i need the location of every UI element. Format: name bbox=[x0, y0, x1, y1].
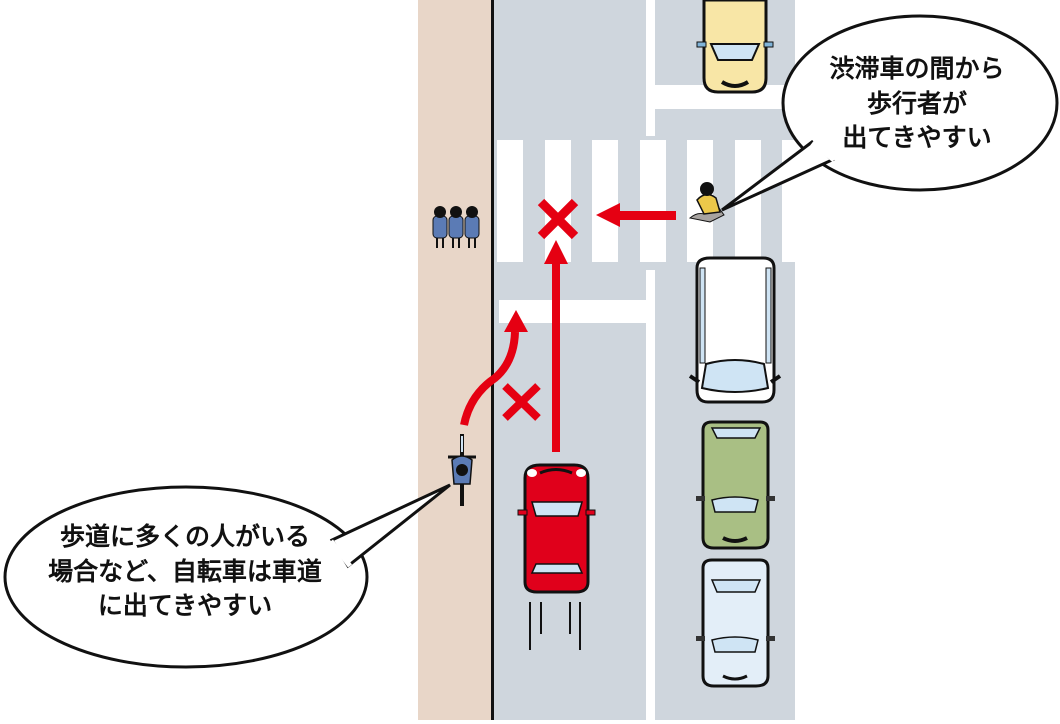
pedestrian-path-arrow bbox=[596, 203, 676, 227]
crosswalk bbox=[497, 140, 795, 262]
sidewalk bbox=[418, 0, 493, 720]
lightblue-car bbox=[696, 558, 775, 688]
x-mark-cyclist-icon bbox=[502, 383, 541, 421]
lane-line-upper bbox=[646, 0, 655, 136]
x-mark-crosswalk-icon bbox=[537, 198, 579, 240]
yellow-car bbox=[696, 0, 774, 94]
curb-line bbox=[491, 0, 494, 720]
red-car bbox=[517, 463, 596, 650]
cyclist bbox=[448, 434, 476, 506]
bubble-right-text: 渋滞車の間から 歩行者が 出てきやすい bbox=[829, 54, 1005, 152]
car-path-arrow bbox=[544, 240, 568, 452]
crossing-pedestrian bbox=[688, 182, 725, 223]
stop-line-left bbox=[499, 300, 646, 323]
lane-line-lower bbox=[646, 270, 655, 720]
cyclist-path-arrow bbox=[460, 310, 528, 426]
speech-bubble-right bbox=[721, 14, 1059, 212]
pedestrian-group bbox=[432, 206, 480, 248]
speech-bubble-left bbox=[3, 483, 451, 669]
white-van bbox=[688, 256, 782, 404]
green-car bbox=[696, 420, 775, 550]
bubble-left-text: 歩道に多くの人がいる 場合など、自転車は車道 に出てきやすい bbox=[48, 522, 322, 620]
